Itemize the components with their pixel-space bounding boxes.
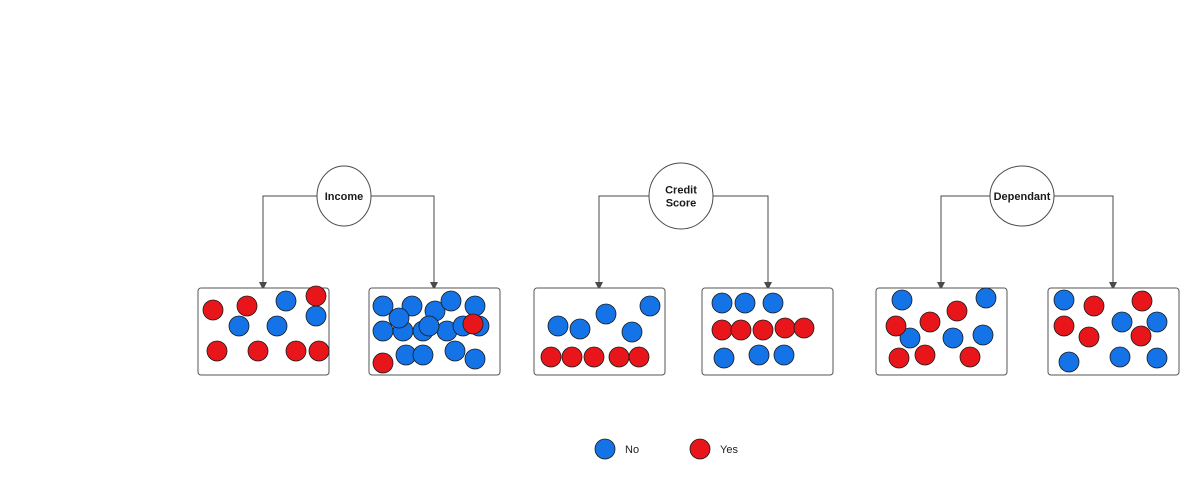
legend-item-no: No [594,438,639,460]
no-dot [639,295,661,317]
no-dot [412,344,434,366]
yes-dot [1083,295,1105,317]
yes-dot [711,319,733,341]
no-dot [1109,346,1131,368]
no-dot [1058,351,1080,373]
no-dot [972,324,994,346]
split-3: Dependant [875,165,1180,376]
yes-dot [730,319,752,341]
yes-dot [888,347,910,369]
no-dot [418,315,440,337]
yes-dot [561,346,583,368]
right-branch-arrow [1054,195,1117,290]
no-dot [266,315,288,337]
no-dot [713,347,735,369]
no-dot [734,292,756,314]
left-partition-box [875,287,1008,376]
yes-dot [202,299,224,321]
no-dot [621,321,643,343]
split-node-label: Income [325,191,364,203]
yes-dot [914,344,936,366]
yes-dot [206,340,228,362]
no-dot [1053,289,1075,311]
yes-dot [1053,315,1075,337]
yes-dot [540,346,562,368]
left-branch-arrow [937,195,990,290]
no-dot [569,318,591,340]
no-dot [975,287,997,309]
right-partition-box [1047,287,1180,376]
yes-dot [793,317,815,339]
no-dot [748,344,770,366]
no-dot [464,295,486,317]
yes-dot [247,340,269,362]
yes-dot [583,346,605,368]
legend: No Yes [594,438,738,460]
yes-dot [1131,290,1153,312]
no-dot [891,289,913,311]
no-dot [401,295,423,317]
yes-dot [305,285,327,307]
no-dot [773,344,795,366]
no-dot [1146,311,1168,333]
yes-dot [628,346,650,368]
no-dot [444,340,466,362]
right-branch-arrow [371,195,438,290]
split-node-circle [648,162,714,230]
split-node-label: Credit [665,185,697,197]
yes-dot [1130,325,1152,347]
no-dot [762,292,784,314]
yes-dot [885,315,907,337]
no-dot [595,303,617,325]
no-dot [228,315,250,337]
split-node-label: Dependant [994,191,1051,203]
yes-dot [236,295,258,317]
no-dot [388,307,410,329]
no-dot [1146,347,1168,369]
left-branch-arrow [259,195,317,290]
right-partition-box [368,287,501,376]
no-dot [899,327,921,349]
no-dot [711,292,733,314]
no-dot [440,290,462,312]
split-node-circle [989,165,1055,227]
no-dot [547,315,569,337]
no-dot [464,348,486,370]
yes-dot [608,346,630,368]
yes-dot [462,313,484,335]
yes-dot [285,340,307,362]
no-dot [275,290,297,312]
left-partition-box [197,285,330,376]
yes-dot [308,340,330,362]
legend-swatch [689,438,711,460]
legend-label: No [625,444,639,456]
no-dot [372,295,394,317]
legend-swatch [594,438,616,460]
yes-dot [946,300,968,322]
yes-dot [752,319,774,341]
split-1: Income [197,165,501,376]
left-branch-arrow [595,195,649,290]
no-dot [372,320,394,342]
split-node-label: Score [666,198,697,210]
no-dot [1111,311,1133,333]
split-node-circle [316,165,372,227]
yes-dot [774,317,796,339]
yes-dot [1078,326,1100,348]
no-dot [305,305,327,327]
legend-label: Yes [720,444,738,456]
left-partition-box [533,287,666,376]
right-partition-box [701,287,834,376]
right-branch-arrow [713,195,772,290]
no-dot [942,327,964,349]
yes-dot [959,346,981,368]
legend-item-yes: Yes [689,438,738,460]
yes-dot [372,352,394,374]
yes-dot [919,311,941,333]
